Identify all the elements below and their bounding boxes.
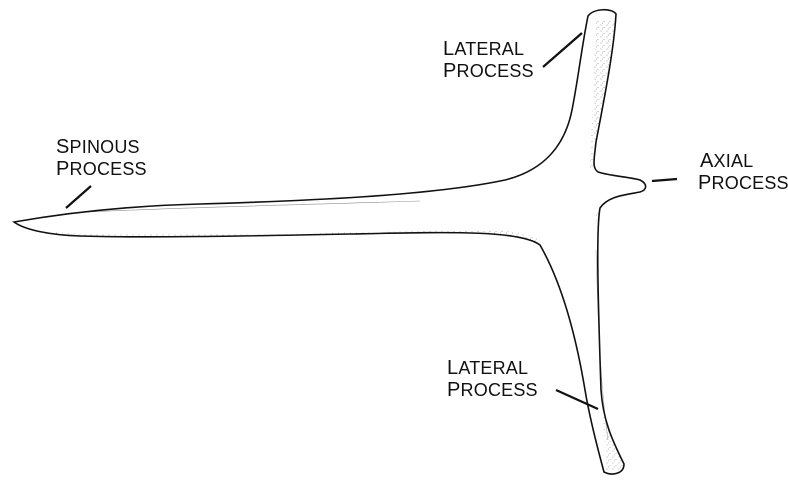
leader-line-lateral-top xyxy=(543,33,582,67)
label-axial-process-line2: Process xyxy=(698,172,788,194)
leader-line-spinous xyxy=(66,186,91,208)
label-spinous-process-line2: Process xyxy=(56,158,147,180)
label-lateral-process-bottom-line2: Process xyxy=(447,379,538,401)
label-axial-process-line1: Axial xyxy=(698,150,788,172)
label-lateral-process-top-line2: Process xyxy=(443,60,534,82)
label-lateral-process-bottom: Lateral Process xyxy=(447,357,538,401)
label-axial-process: Axial Process xyxy=(698,150,788,194)
label-lateral-process-bottom-line1: Lateral xyxy=(447,357,538,379)
leader-line-axial xyxy=(652,179,677,181)
label-lateral-process-top: Lateral Process xyxy=(443,38,534,82)
label-spinous-process: Spinous Process xyxy=(56,136,147,180)
label-spinous-process-line1: Spinous xyxy=(56,136,147,158)
label-lateral-process-top-line1: Lateral xyxy=(443,38,534,60)
